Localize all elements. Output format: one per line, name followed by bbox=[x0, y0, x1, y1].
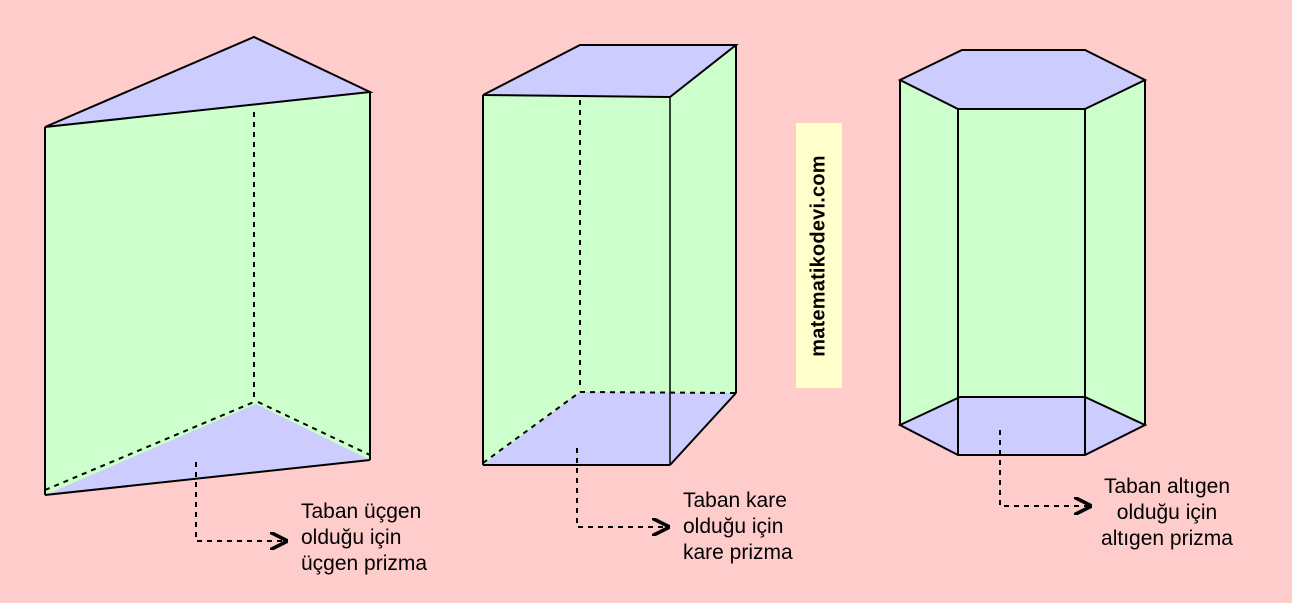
square-prism-right-face bbox=[670, 45, 736, 465]
watermark: matematikodevi.com bbox=[796, 123, 842, 388]
caption-line: Taban kare bbox=[683, 489, 787, 512]
hexagonal-prism bbox=[897, 49, 1148, 506]
watermark-text: matematikodevi.com bbox=[807, 154, 830, 357]
square-prism-caption: Taban kare olduğu için kare prizma bbox=[683, 488, 793, 566]
square-prism-hidden-edges bbox=[482, 100, 737, 464]
square-prism-front-face bbox=[483, 95, 670, 465]
triangular-prism-top-face bbox=[44, 35, 374, 128]
caption-line: olduğu için bbox=[683, 515, 784, 538]
hexagonal-prism-caption: Taban altıgen olduğu için altıgen prizma bbox=[1082, 474, 1252, 552]
square-prism-bottom-face bbox=[483, 392, 736, 465]
triangular-prism-hidden-edges bbox=[44, 112, 371, 491]
caption-line: üçgen prizma bbox=[301, 552, 428, 575]
caption-line: altıgen prizma bbox=[1101, 527, 1233, 550]
caption-line: olduğu için bbox=[1116, 501, 1218, 524]
triangular-prism bbox=[44, 35, 374, 541]
square-prism bbox=[482, 44, 739, 527]
triangular-prism-bottom-face bbox=[45, 404, 370, 495]
triangular-prism-side-face bbox=[45, 92, 370, 495]
caption-line: olduğu için bbox=[301, 526, 402, 549]
caption-line: kare prizma bbox=[683, 541, 793, 564]
caption-line: Taban altıgen bbox=[1103, 475, 1231, 498]
triangular-prism-caption: Taban üçgen olduğu için üçgen prizma bbox=[301, 499, 427, 577]
caption-line: Taban üçgen bbox=[301, 500, 422, 523]
hexagonal-prism-side-faces bbox=[900, 80, 1145, 455]
